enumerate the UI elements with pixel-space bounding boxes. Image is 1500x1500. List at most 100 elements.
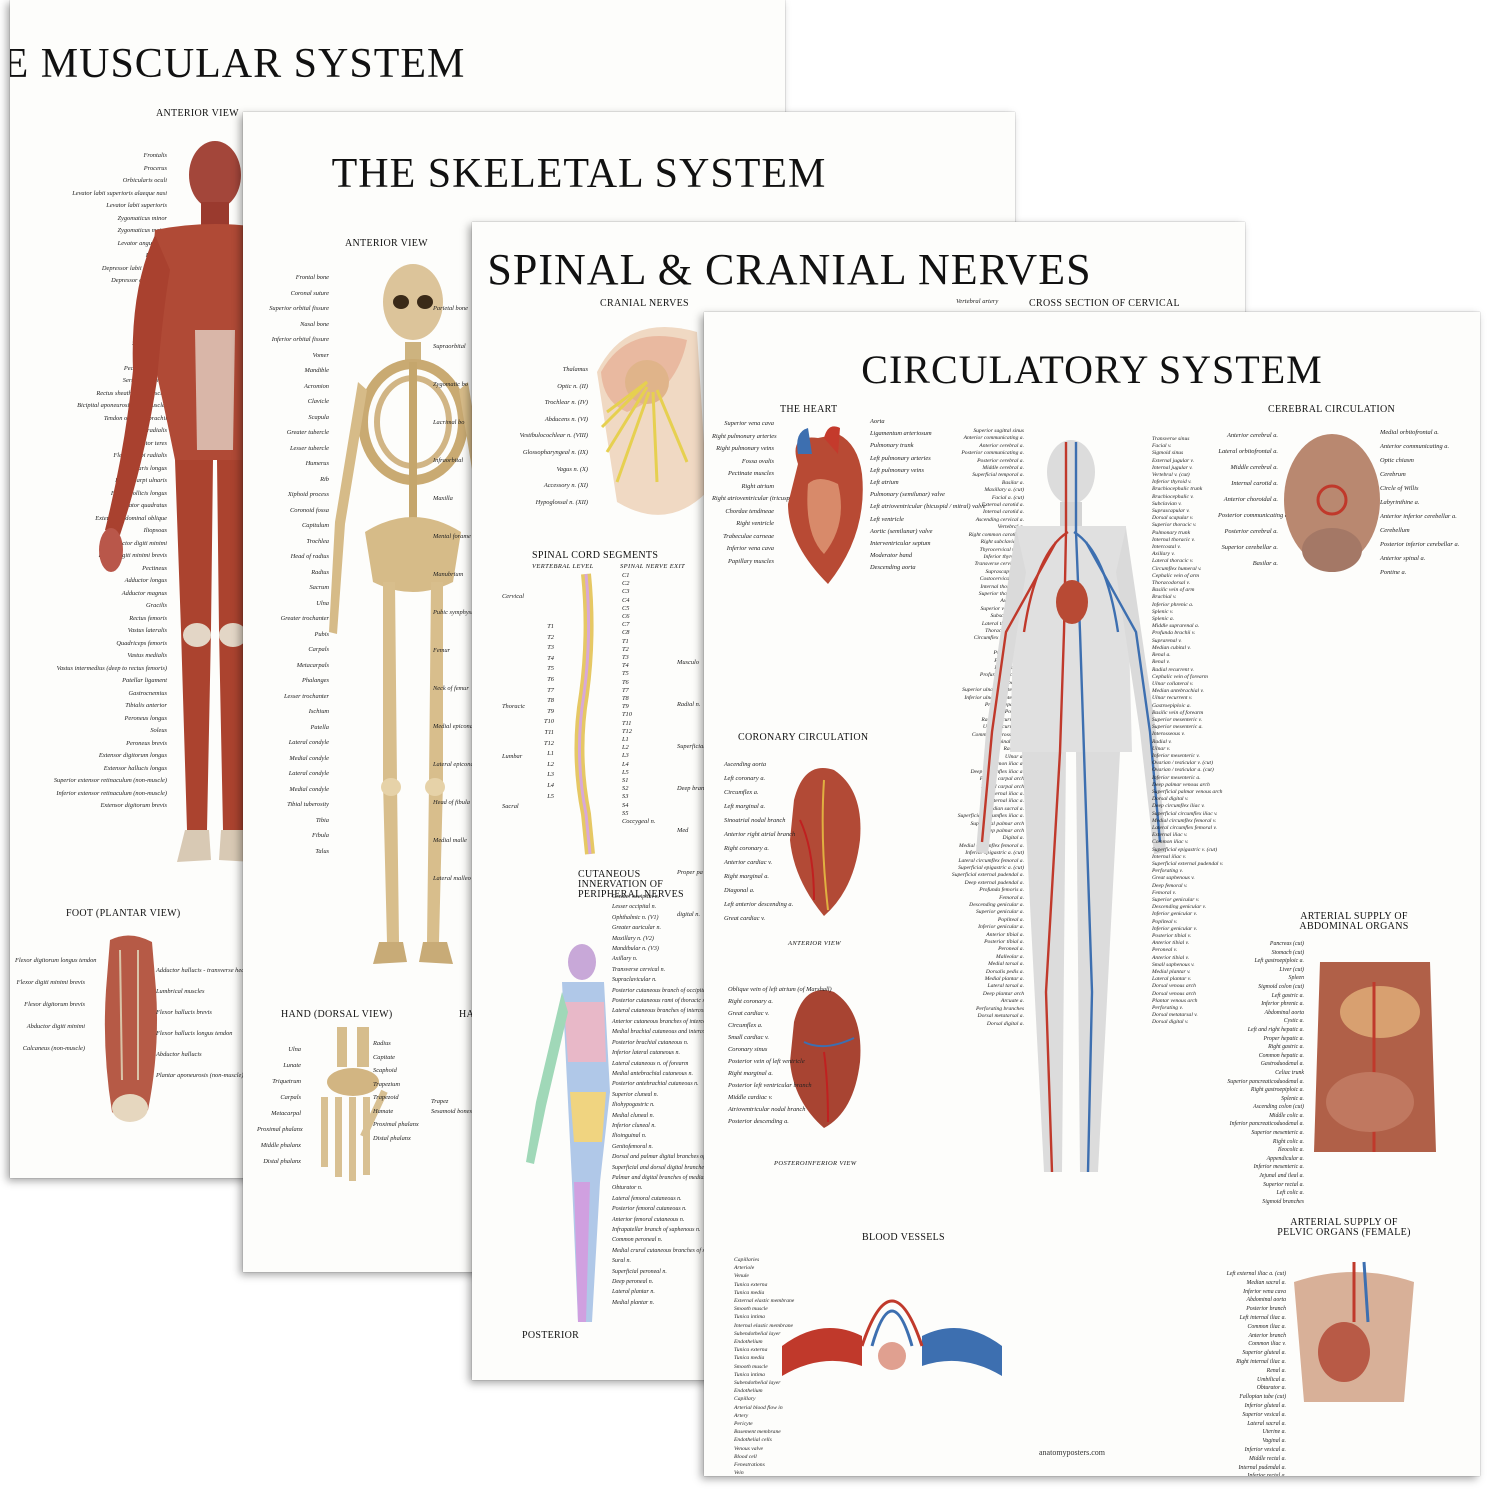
vessel-label: Anterior tibial v. [1152, 954, 1190, 961]
cerebral-label: Lateral orbitofrontal a. [1218, 448, 1278, 455]
coronary-label: Left marginal a. [724, 803, 766, 810]
muscle-label: Inferior extensor retinaculum (non-muscl… [56, 789, 167, 797]
bone-label: Head of radius [290, 553, 329, 560]
abdominal-label: Superior rectal a. [1263, 1181, 1304, 1188]
abdominal-label: Right gastroepiploic a. [1250, 1087, 1304, 1094]
bone-label: Ulna [316, 599, 329, 607]
vessel-label: Axillary v. [1152, 551, 1175, 558]
heart-label: Superior vena cava [724, 420, 774, 427]
vessel-label: Anterior tibial a. [986, 931, 1024, 938]
hand-bone-label: Distal phalanx [263, 1158, 301, 1165]
vertebral-level: T4 [547, 654, 554, 662]
heart-label: Right ventricle [736, 520, 774, 527]
spinal-nerve-level: C8 [622, 629, 630, 637]
muscle-label: Vastus lateralis [127, 627, 167, 634]
cerebral-label: Cerebellum [1380, 527, 1410, 534]
pelvic-label: Renal a. [1266, 1367, 1286, 1374]
spinal-nerve-level: T5 [622, 670, 629, 678]
bone-label: Manubrium [433, 571, 464, 578]
spine-region-label: Cervical [502, 593, 525, 600]
spinal-nerve-level: L1 [622, 736, 629, 744]
bone-label: Patella [310, 723, 329, 731]
vessel-label: Cephalic vein of arm [1152, 572, 1200, 579]
vessel-wall-label: Venous valve [734, 1445, 764, 1452]
cutaneous-nerve-label: Posterior brachial cutaneous n. [612, 1039, 689, 1046]
vessel-label: Inferior thyroid v. [1152, 479, 1192, 486]
cutaneous-nerve-label: Common peroneal n. [612, 1237, 663, 1244]
vessel-label: Deep palmar arch [983, 827, 1024, 834]
posterior-heart-figure [790, 990, 861, 1128]
vessel-label: Ascending cervical a. [975, 516, 1024, 523]
vessel-label: Basilic vein of arm [1152, 587, 1195, 594]
pelvic-label: Middle rectal a. [1249, 1455, 1286, 1462]
bone-label: Tibial tuberosity [287, 801, 329, 808]
pelvic-label: Median sacral a. [1246, 1279, 1286, 1286]
hand-bone-label: Hamate [373, 1107, 394, 1115]
coronary-label: Small cardiac v. [728, 1034, 769, 1041]
cutaneous-nerve-label: Iliohypogastric n. [612, 1102, 655, 1109]
spinal-nerve-exit-label: SPINAL NERVE EXIT [620, 563, 686, 570]
pelvic-label: Superior vesical a. [1242, 1411, 1286, 1418]
bone-label: Xiphoid process [287, 491, 329, 498]
vertebral-level: L3 [547, 771, 554, 779]
spinal-nerve-level: T12 [622, 727, 632, 735]
vessel-label: Subclavian v. [1152, 500, 1182, 507]
vessel-label: Suprarenal v. [1152, 637, 1182, 644]
cerebral-label: Anterior choroidal a. [1223, 496, 1278, 503]
vertebral-level-label: VERTEBRAL LEVEL [532, 563, 594, 570]
pelvic-organs-figure [1294, 1261, 1414, 1402]
vessel-label: Median antebrachial v. [1152, 688, 1204, 695]
spinal-nerve-level: C7 [622, 621, 630, 629]
vessel-label: Superficial external pudendal a. [951, 872, 1024, 879]
spinal-nerve-level: T1 [622, 637, 629, 645]
cutaneous-nerve-label: Palmar and digital branches of median n. [612, 1174, 713, 1181]
vertebral-level: T5 [547, 665, 554, 673]
spinal-nerve-level: L5 [622, 768, 629, 776]
vertebral-level: T10 [544, 718, 554, 726]
spinal-nerve-level: T2 [622, 645, 629, 653]
vessel-label: Palmar carpal arch [979, 776, 1024, 783]
vessel-label: Lateral circumflex femoral a. [958, 857, 1024, 864]
cutaneous-nerve-label: Medial antebrachial cutaneous n. [612, 1070, 693, 1077]
vessel-label: Inferior epigastric a. (cut) [965, 850, 1024, 857]
vessel-label: Deep femoral v. [1152, 882, 1188, 889]
pelvic-label: Abdominal aorta [1246, 1297, 1286, 1304]
vessel-label: Internal iliac a. [989, 790, 1024, 797]
coronary-label: Posterior descending a. [728, 1118, 789, 1125]
circulatory-title: CIRCULATORY SYSTEM [861, 347, 1323, 392]
cutaneous-label-column: Greater occipital n.Lesser occipital n.O… [612, 892, 739, 1308]
bone-label: Femur [433, 647, 451, 654]
nerve-label: Superficial [677, 743, 706, 750]
bone-label: Mandible [304, 367, 330, 374]
pelvic-label: Anterior branch [1248, 1332, 1286, 1339]
vessel-label: Popliteal a. [997, 916, 1024, 923]
bone-label: Pubis [314, 630, 329, 638]
bone-label: Medial epicondyl [433, 723, 478, 730]
cutaneous-nerve-label: Greater auricular n. [612, 925, 661, 932]
cutaneous-nerve-label: Obturator n. [612, 1185, 643, 1192]
heart-label: Interventricular septum [870, 540, 931, 548]
coronary-label: Right coronary a. [724, 845, 770, 852]
vessel-wall-label: Basement membrane [734, 1429, 781, 1436]
cutaneous-nerve-label: Inferior cluneal n. [612, 1122, 656, 1129]
abdominal-label: Right gastric a. [1268, 1044, 1304, 1051]
cranial-nerve-label: Accessory n. (XI) [543, 482, 588, 490]
brain-cranial-figure [597, 327, 707, 515]
pelvic-label: Uterine a. [1262, 1429, 1286, 1436]
vessel-label: Dorsal scapular v. [1152, 515, 1194, 522]
nerve-label: Med [677, 827, 689, 834]
muscle-label: Adductor longus [124, 577, 167, 584]
heart-label: Aortic (semilunar) valve [870, 527, 933, 535]
pelvic-labels: Left external iliac a. (cut)Median sacra… [1190, 1270, 1286, 1476]
cerebral-label: Superior cerebellar a. [1221, 544, 1278, 551]
skeletal-title: THE SKELETAL SYSTEM [331, 151, 827, 197]
website-url: anatomyposters.com [1039, 1448, 1105, 1457]
vessel-label: Splenic a. [1152, 616, 1175, 623]
vessel-label: Inferior phrenic a. [1152, 601, 1194, 608]
pelvic-label: Left internal iliac a. [1239, 1314, 1286, 1321]
muscle-label: Extensor digitorum longus [98, 752, 167, 759]
cerebral-label: Posterior inferior cerebellar a. [1380, 541, 1460, 548]
